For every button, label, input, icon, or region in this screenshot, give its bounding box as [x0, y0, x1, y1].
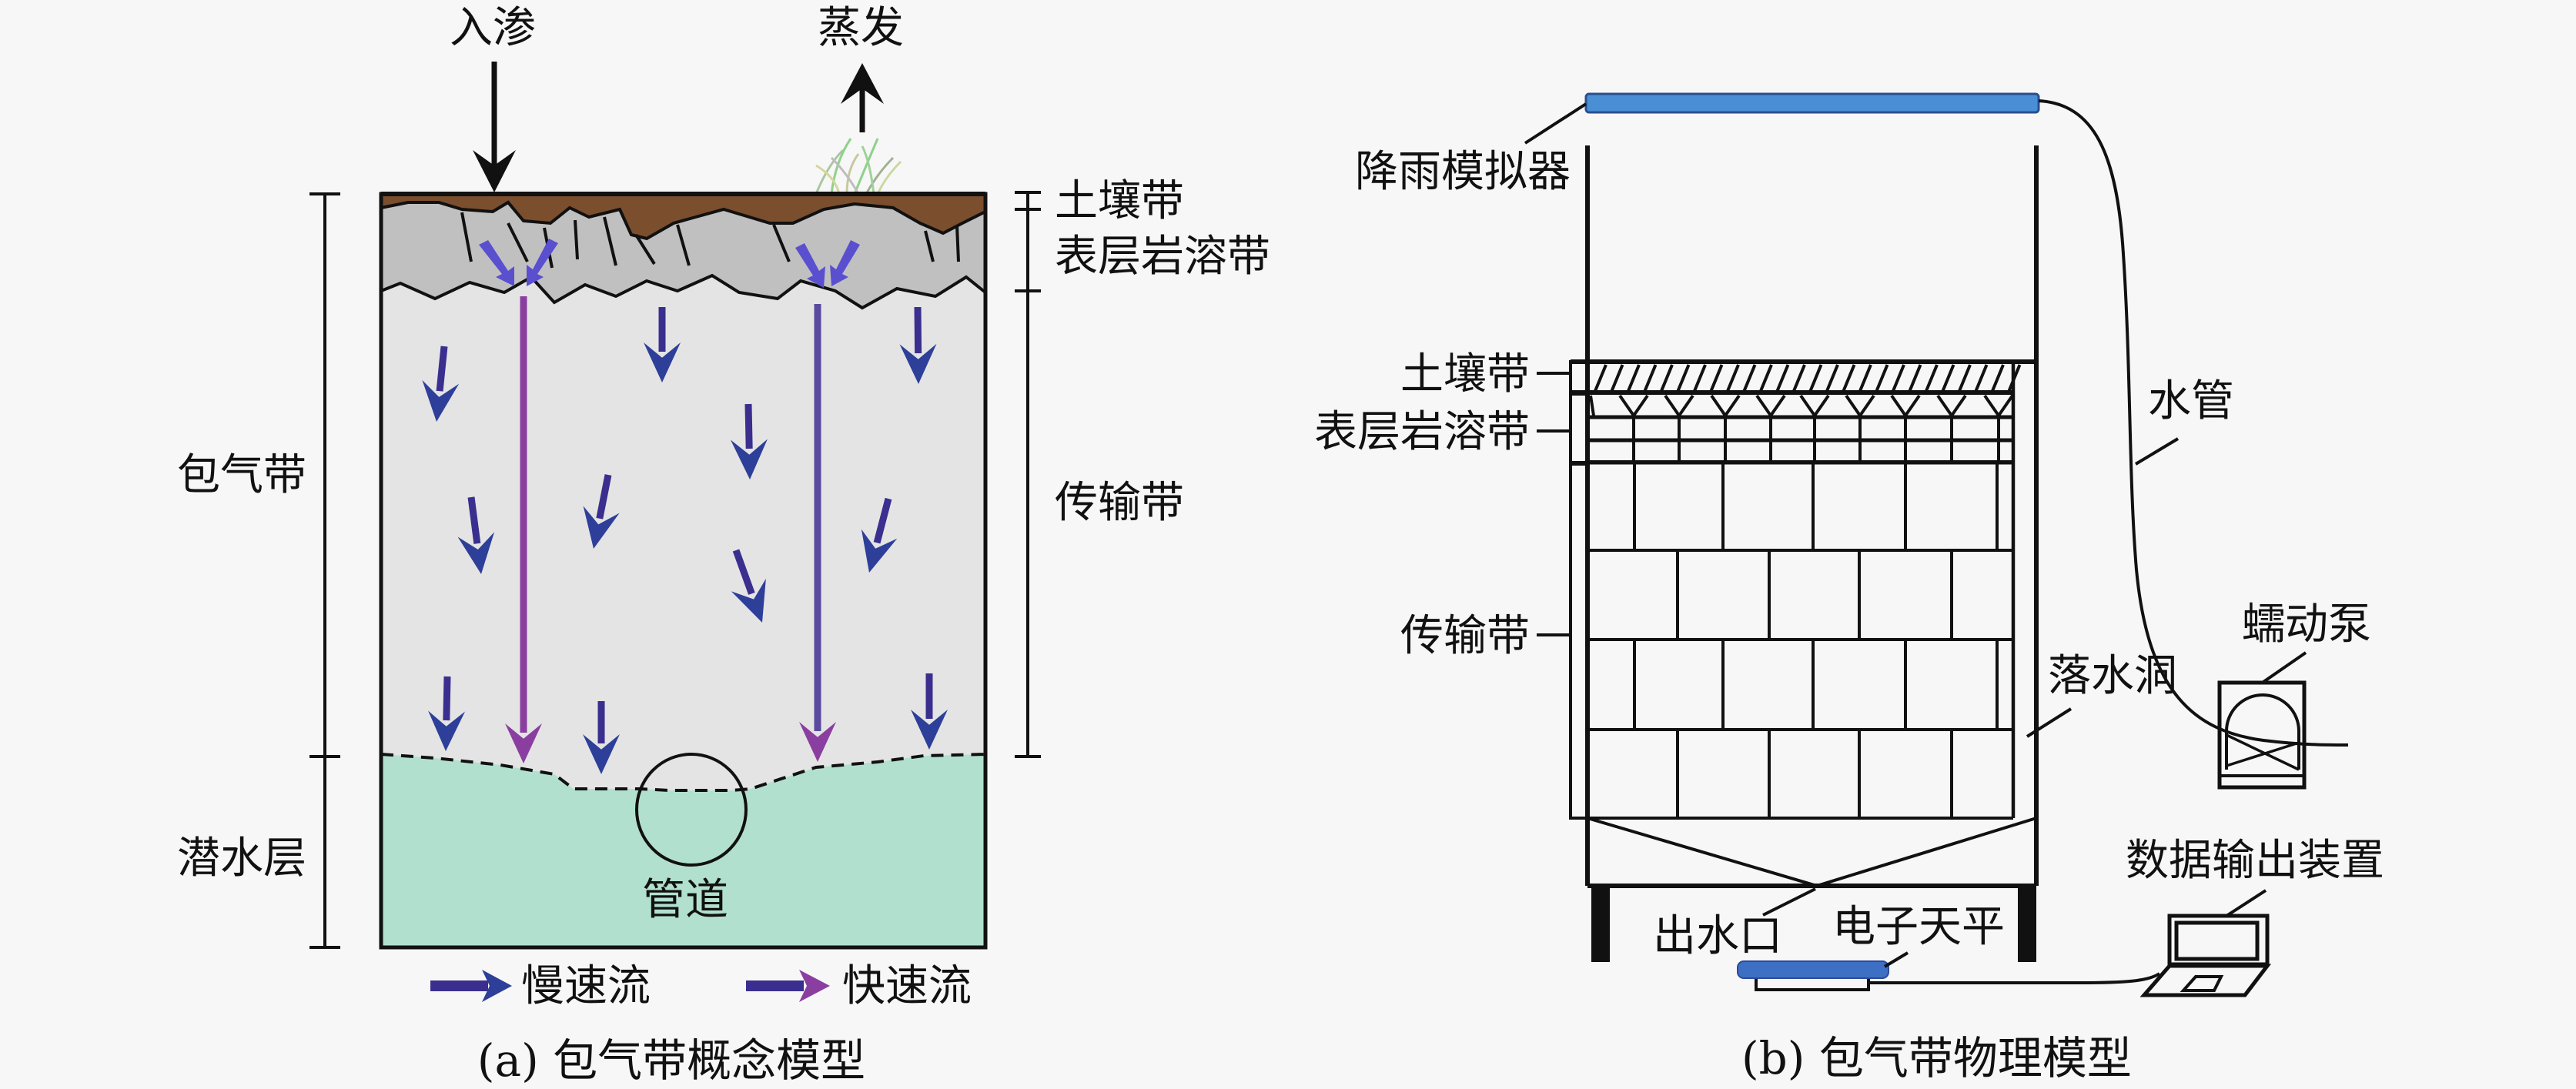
fast-flow-arrow [799, 304, 836, 762]
legend-slow-label: 慢速流 [521, 961, 651, 1011]
slow-flow-arrow [457, 496, 495, 574]
water-table [380, 753, 986, 792]
data-output-label: 数据输出装置 [2126, 836, 2384, 886]
epikarst-arrows [479, 239, 860, 288]
rain-simulator-bar [1584, 92, 2040, 114]
transport-zone-label-b: 传输带 [1400, 611, 1530, 661]
balance-leader [1883, 951, 1909, 968]
slow-flow-arrow [731, 549, 766, 623]
slow-flow-arrow [428, 676, 466, 751]
fast-flow-arrow [505, 296, 542, 763]
soil-zone-hatch [1594, 362, 2022, 818]
panel-a-conceptual-model: 入渗 蒸发 包气带 潜水层 土壤带 表层岩溶带 传输带 管道 [177, 3, 1270, 1087]
conduit [635, 753, 748, 867]
conduit-label: 管道 [642, 875, 728, 925]
electronic-balance-icon [1737, 960, 1889, 991]
layers [381, 194, 985, 947]
phreatic-layer-label: 潜水层 [177, 833, 306, 884]
peristaltic-pump-icon [2217, 680, 2307, 790]
vadose-zone-label: 包气带 [177, 450, 306, 500]
water-pipe-leader [2134, 437, 2180, 466]
transport-block-grid [1587, 460, 2013, 820]
data-output-leader [2225, 889, 2267, 917]
left-scale [309, 192, 340, 949]
water-pipe [2038, 99, 2349, 747]
legend-fast-label: 快速流 [842, 961, 972, 1011]
slow-flow-arrows [422, 306, 948, 774]
panel-b-physical-model: 降雨模拟器 出水口 土壤带 表层岩溶带 传输带 [1314, 92, 2384, 1084]
epikarst-zone-label-b: 表层岩溶带 [1314, 407, 1530, 457]
slow-flow-arrow [899, 306, 937, 384]
soil-zone-label-b: 土壤带 [1400, 349, 1530, 399]
sinkhole-leader [2026, 707, 2073, 738]
outlet-leader [1762, 887, 1816, 917]
rain-simulator-leader [1524, 102, 1587, 145]
data-cable [1868, 972, 2161, 984]
soil-zone-fill [381, 194, 985, 239]
slow-flow-arrow [911, 673, 948, 750]
outlet-label: 出水口 [1653, 911, 1782, 961]
laptop-icon [2139, 914, 2272, 997]
slow-flow-arrow [861, 497, 898, 573]
phreatic-fill [381, 754, 985, 947]
evaporation-arrow-icon [841, 63, 884, 132]
water-pipe-label: 水管 [2148, 376, 2234, 426]
infiltration-arrow-icon [473, 62, 516, 192]
fissures [460, 212, 960, 269]
slow-flow-arrow [644, 307, 681, 382]
caption-b: (b) 包气带物理模型 [1741, 1032, 2132, 1084]
infiltration-label: 入渗 [450, 3, 536, 53]
slow-flow-arrow [583, 474, 620, 549]
column-leg-left [1591, 888, 1610, 962]
slow-flow-arrow [583, 701, 620, 774]
epikarst-zone-label-a: 表层岩溶带 [1055, 232, 1270, 282]
pump-label: 蠕动泵 [2242, 600, 2371, 650]
zone-brackets [1537, 360, 1587, 820]
pump-leader [2262, 651, 2307, 683]
transport-zone-label-a: 传输带 [1055, 478, 1184, 528]
epikarst-boundary [380, 273, 987, 310]
legend-fast-arrow-icon [746, 970, 830, 1002]
legend-slow-arrow-icon [430, 970, 512, 1002]
rain-simulator-label: 降雨模拟器 [1355, 147, 1571, 197]
right-scale [1015, 191, 1041, 758]
column-leg-right [2018, 888, 2036, 962]
fast-flow-arrows [505, 296, 836, 763]
caption-a: (a) 包气带概念模型 [477, 1034, 865, 1087]
slow-flow-arrow [730, 403, 768, 479]
balance-label: 电子天平 [1832, 902, 2005, 952]
grass-icon [815, 138, 902, 195]
evaporation-label: 蒸发 [818, 3, 904, 53]
outlet-hopper [1587, 817, 2037, 888]
slow-flow-arrow [422, 346, 460, 422]
epikarst-grid [1586, 394, 2014, 465]
sinkhole-label: 落水洞 [2048, 651, 2177, 701]
soil-zone-label-a: 土壤带 [1055, 176, 1184, 226]
legend: 慢速流 快速流 [430, 961, 972, 1011]
soil-boundary [380, 200, 986, 241]
